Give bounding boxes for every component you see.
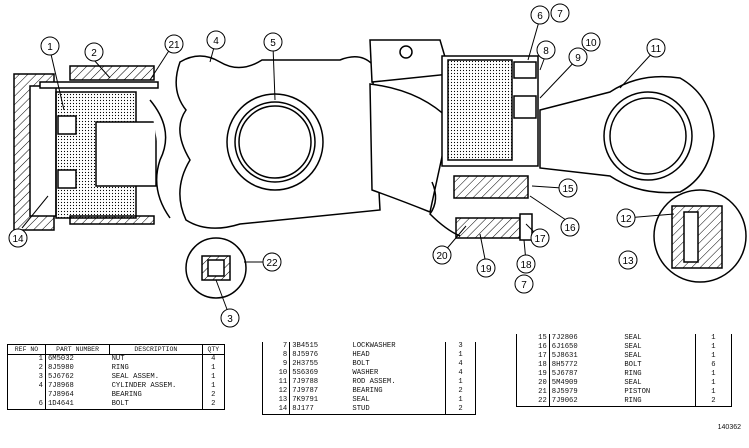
callout-14: 14 [8, 228, 28, 248]
callout-7-bottom: 7 [514, 274, 534, 294]
header-part-number: PART NUMBER [44, 344, 111, 355]
callout-7-top: 7 [550, 3, 570, 23]
callout-12: 12 [616, 208, 636, 228]
svg-text:1: 1 [47, 42, 53, 53]
svg-text:20: 20 [436, 251, 448, 262]
callout-13: 13 [618, 250, 638, 270]
piston-section-view [13, 65, 171, 231]
svg-text:2: 2 [91, 48, 97, 59]
callout-11: 11 [646, 38, 666, 58]
header-description: DESCRIPTION [109, 344, 203, 355]
svg-text:21: 21 [168, 40, 180, 51]
svg-text:9: 9 [575, 53, 581, 64]
callout-1: 1 [40, 36, 60, 56]
svg-text:19: 19 [480, 264, 492, 275]
callout-6: 6 [530, 5, 550, 25]
svg-text:3: 3 [227, 314, 233, 325]
svg-text:7: 7 [557, 9, 563, 20]
svg-text:13: 13 [622, 256, 634, 267]
svg-text:15: 15 [562, 184, 574, 195]
svg-text:4: 4 [213, 36, 219, 47]
svg-text:6: 6 [537, 11, 543, 22]
callout-20: 20 [432, 245, 452, 265]
callout-8: 8 [536, 40, 556, 60]
callout-4: 4 [206, 30, 226, 50]
cylinder-assembly [175, 55, 451, 229]
header-qty: QTY [201, 344, 226, 355]
callout-22: 22 [262, 252, 282, 272]
callout-17: 17 [530, 228, 550, 248]
svg-text:14: 14 [12, 234, 24, 245]
callout-group: 1 2 21 4 5 6 7 8 10 9 11 14 15 16 17 12 … [8, 3, 666, 328]
svg-text:12: 12 [620, 214, 632, 225]
callout-15: 15 [558, 178, 578, 198]
callout-16: 16 [560, 217, 580, 237]
callout-5: 5 [263, 32, 283, 52]
svg-text:22: 22 [266, 258, 278, 269]
callout-9: 9 [568, 47, 588, 67]
svg-text:11: 11 [651, 44, 662, 55]
figure-reference-number: 140362 [717, 424, 741, 431]
leader-lines [21, 17, 675, 313]
callout-2: 2 [84, 42, 104, 62]
detail-circle-ring [185, 237, 247, 299]
svg-text:17: 17 [534, 234, 546, 245]
callout-10: 10 [581, 32, 601, 52]
header-ref-no: REF NO [7, 344, 46, 355]
callout-21: 21 [164, 34, 184, 54]
callout-19: 19 [476, 258, 496, 278]
callout-18: 18 [516, 254, 536, 274]
svg-text:18: 18 [520, 260, 532, 271]
detail-circle-bearing-seal [653, 189, 747, 283]
svg-text:8: 8 [543, 46, 549, 57]
svg-text:7: 7 [521, 280, 527, 291]
svg-text:5: 5 [270, 38, 276, 49]
head-rod-section-view [369, 39, 715, 241]
svg-text:10: 10 [585, 38, 597, 49]
callout-3: 3 [220, 308, 240, 328]
svg-text:16: 16 [564, 223, 576, 234]
